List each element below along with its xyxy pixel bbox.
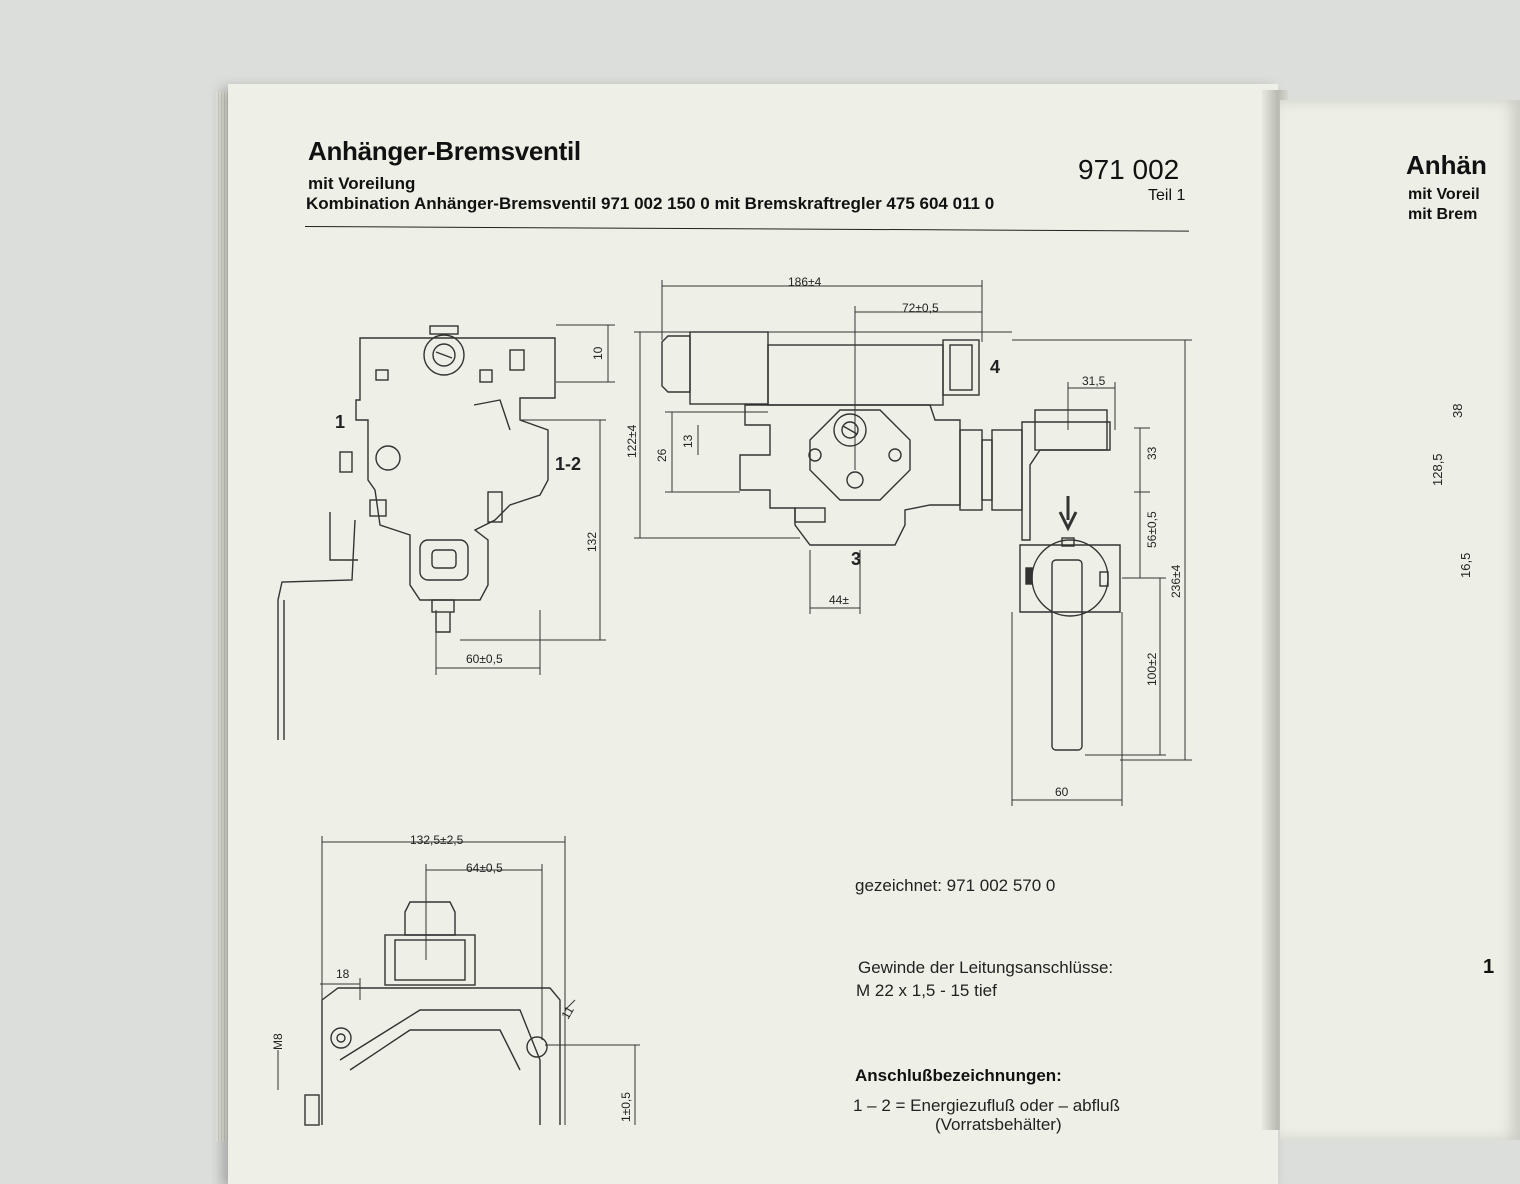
dim-44: 44±	[829, 593, 849, 607]
dim-26: 26	[655, 448, 669, 462]
dim-31-5: 31,5	[1082, 374, 1106, 388]
dim-1-0-5: 1±0,5	[619, 1092, 633, 1122]
dim-m8: M8	[271, 1033, 285, 1050]
port-label-3: 3	[851, 549, 861, 569]
technical-drawing: 1 1-2 10 132 60±0,5 4 3 186±4 72±0,5 31,…	[271, 275, 1192, 1126]
port-label-1-2: 1-2	[555, 454, 581, 474]
left-page	[228, 84, 1278, 1184]
port-label-1: 1	[335, 412, 345, 432]
page-stack-edge	[216, 92, 230, 1142]
connection-1-2: 1 – 2 = Energiezufluß oder – abfluß	[853, 1096, 1120, 1115]
port-label-4: 4	[990, 357, 1000, 377]
right-page-marker: 1	[1483, 956, 1495, 978]
main-valve-view	[661, 331, 1121, 751]
document-part: Teil 1	[1148, 187, 1186, 204]
dim-186: 186±4	[788, 275, 822, 289]
dim-236: 236±4	[1169, 564, 1183, 598]
dim-132-5: 132,5±2,5	[410, 833, 464, 847]
dim-11: 11	[558, 1003, 577, 1021]
document-number: 971 002	[1078, 154, 1180, 185]
right-page	[1280, 100, 1520, 1140]
dim-100: 100±2	[1145, 652, 1159, 686]
right-page-title: Anhän	[1406, 150, 1487, 180]
right-page-subtitle-2: mit Brem	[1408, 206, 1478, 223]
dim-122: 122±4	[625, 424, 639, 458]
dim-33: 33	[1145, 446, 1159, 460]
dim-13: 13	[681, 434, 695, 448]
dim-left-60: 60±0,5	[466, 652, 503, 666]
dim-left-10: 10	[591, 346, 605, 360]
thread-value: M 22 x 1,5 - 15 tief	[856, 981, 997, 1000]
drawn-reference: gezeichnet: 971 002 570 0	[855, 876, 1056, 895]
connections-heading: Anschlußbezeichnungen:	[855, 1066, 1062, 1085]
bottom-valve-view	[277, 836, 640, 1126]
dim-56: 56±0,5	[1145, 511, 1159, 548]
dim-60-bottom: 60	[1055, 785, 1069, 799]
left-valve-view	[277, 325, 556, 740]
dim-72: 72±0,5	[902, 301, 939, 315]
page-title: Anhänger-Bremsventil	[308, 136, 581, 166]
connection-1-2-cont: (Vorratsbehälter)	[935, 1115, 1062, 1134]
combination-line: Kombination Anhänger-Bremsventil 971 002…	[306, 194, 995, 213]
page-subtitle: mit Voreilung	[308, 174, 416, 193]
dim-18: 18	[336, 967, 350, 981]
dim-64: 64±0,5	[466, 861, 503, 875]
left-dimension-lines	[435, 324, 615, 675]
main-dimension-lines	[634, 280, 1192, 806]
right-page-subtitle-1: mit Voreil	[1408, 186, 1480, 203]
dim-left-132: 132	[585, 532, 599, 552]
thread-heading: Gewinde der Leitungsanschlüsse:	[858, 958, 1114, 977]
